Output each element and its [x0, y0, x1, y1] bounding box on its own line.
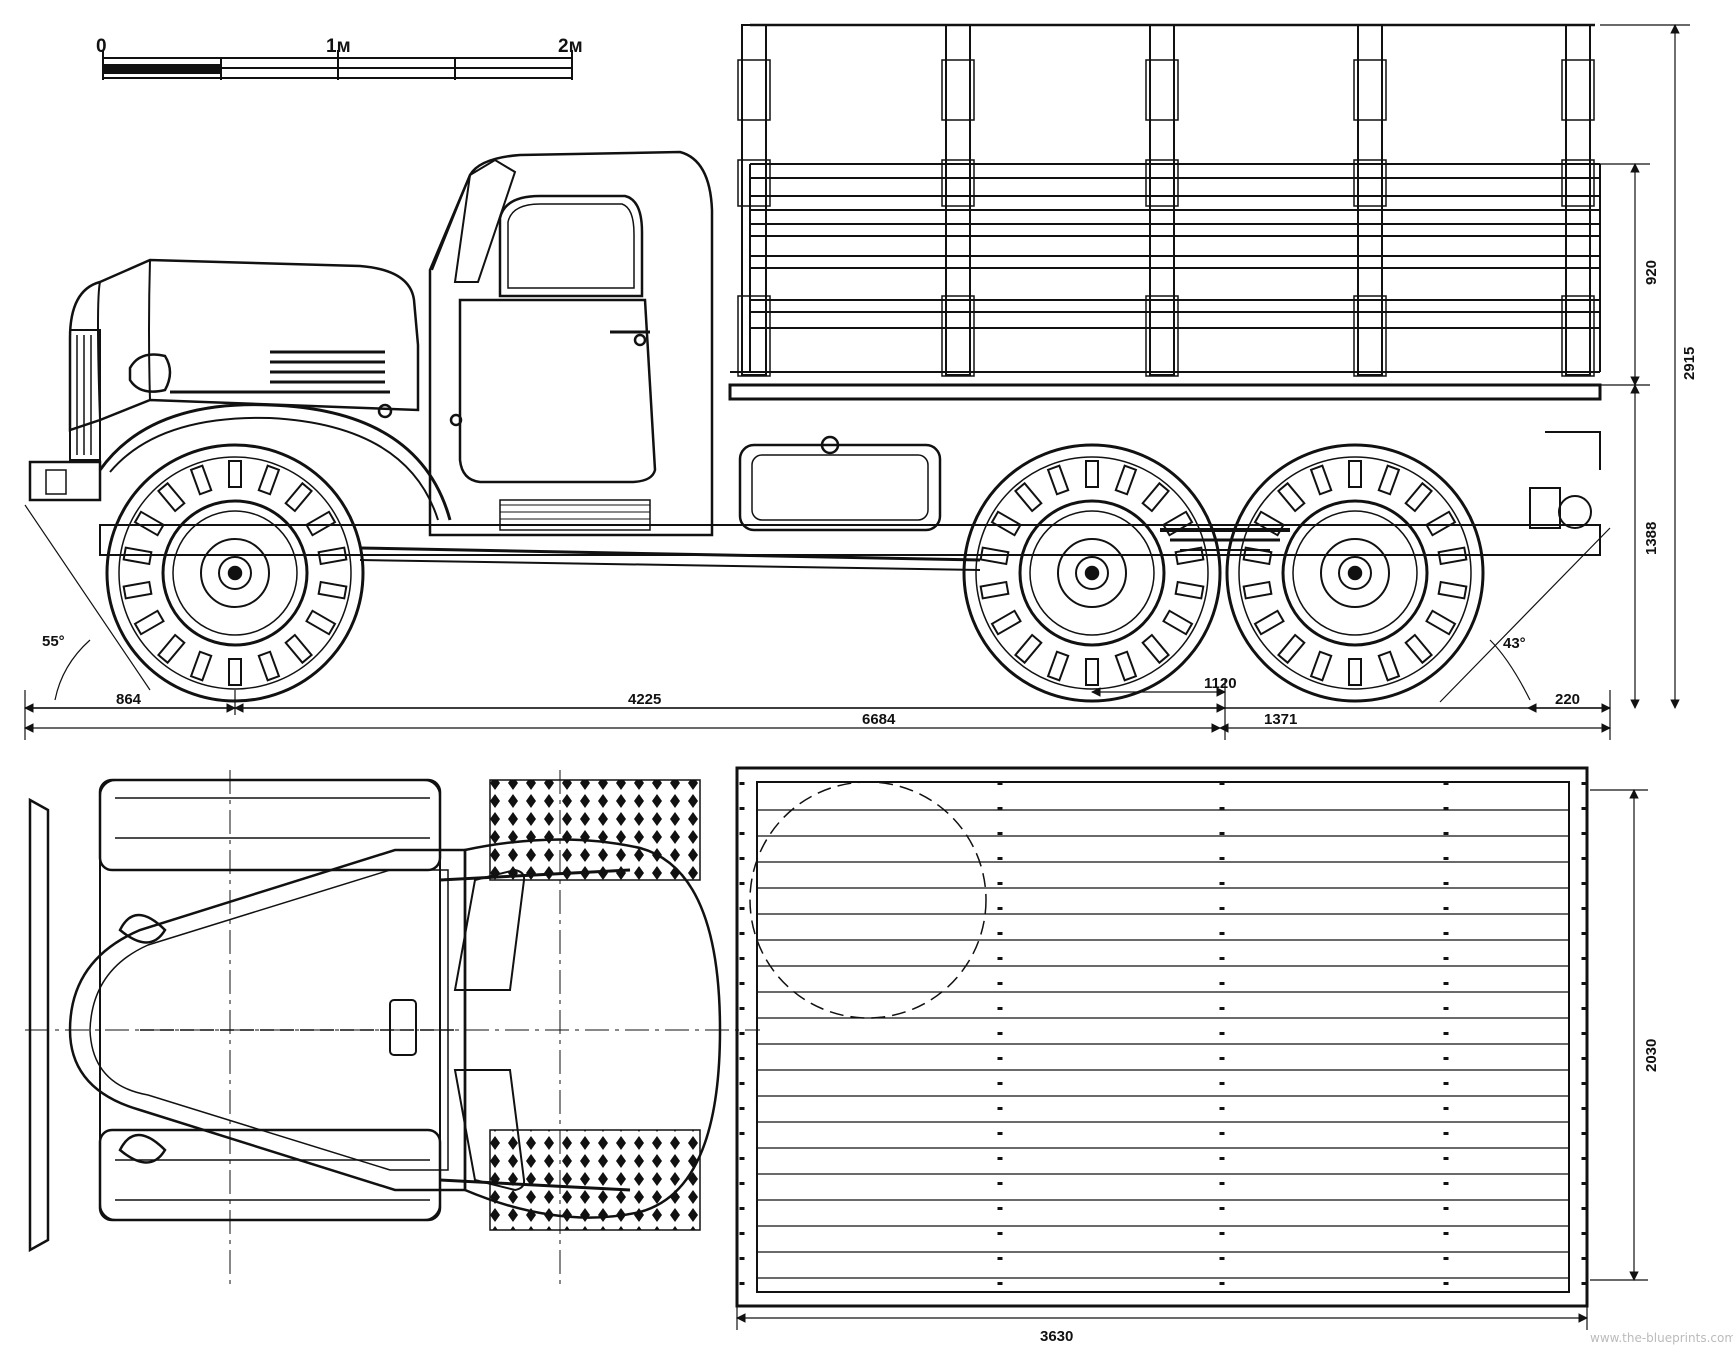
- front-wheel: [105, 443, 365, 703]
- hood: [68, 258, 420, 461]
- cab-window: [498, 194, 644, 298]
- front-bumper-top: [28, 797, 50, 1253]
- headlamp-right-top: [118, 1133, 167, 1164]
- headlamp: [128, 353, 172, 393]
- headlamp-left-top: [118, 913, 167, 944]
- fuel-tank: [738, 435, 942, 532]
- dim-bed-height: 1388: [1643, 522, 1660, 555]
- scale-label-0: 0: [96, 36, 107, 57]
- dim-bed-length: 3630: [1040, 1328, 1073, 1345]
- cargo-bed: [728, 23, 1602, 401]
- cab-door: [458, 298, 657, 484]
- spare-wheel-outline: [749, 781, 987, 1019]
- chassis-frame: [99, 524, 1601, 571]
- windshield: [453, 158, 517, 283]
- watermark: www.the-blueprints.com: [1590, 1331, 1733, 1345]
- rear-wheel: [1225, 443, 1485, 703]
- angle-rear-label: 43°: [1503, 635, 1526, 652]
- radiator-grille: [69, 329, 101, 461]
- scale-label-2m: 2м: [558, 36, 583, 57]
- cargo-bed-top: [735, 766, 1589, 1308]
- front-fender: [98, 403, 452, 521]
- dim-bed-width: 2030: [1643, 1039, 1660, 1072]
- side-view: [25, 23, 1610, 709]
- hood-ornament: [389, 999, 417, 1056]
- front-bumper: [28, 460, 102, 502]
- dim-rear-overhang: 220: [1555, 691, 1580, 708]
- dim-bogie-spacing: 1120: [1204, 675, 1237, 692]
- running-board-left: [489, 779, 701, 881]
- top-dimensions: [736, 789, 1648, 1330]
- cab: [428, 150, 714, 537]
- tent-bows: [737, 24, 1595, 377]
- angle-front-label: 55°: [42, 633, 65, 650]
- fender-right: [98, 1128, 442, 1222]
- rear-tow-hook: [1529, 431, 1601, 529]
- dim-wheelbase: 4225: [628, 691, 661, 708]
- scale-bar: 0 1м 2м: [96, 36, 583, 80]
- fender-left: [98, 778, 442, 872]
- dim-front-overhang: 864: [116, 691, 142, 708]
- dim-rear-offset: 1371: [1264, 711, 1297, 728]
- windshield-pane-right: [453, 1069, 526, 1192]
- dim-overall-length: 6684: [862, 711, 896, 728]
- dim-tent-height: 920: [1643, 260, 1660, 285]
- middle-wheel: [962, 443, 1222, 703]
- scale-label-1m: 1м: [326, 36, 351, 57]
- top-view: [25, 766, 1589, 1308]
- dim-overall-height: 2915: [1681, 347, 1698, 380]
- running-board-right: [489, 1129, 701, 1231]
- side-dimensions: [24, 24, 1690, 740]
